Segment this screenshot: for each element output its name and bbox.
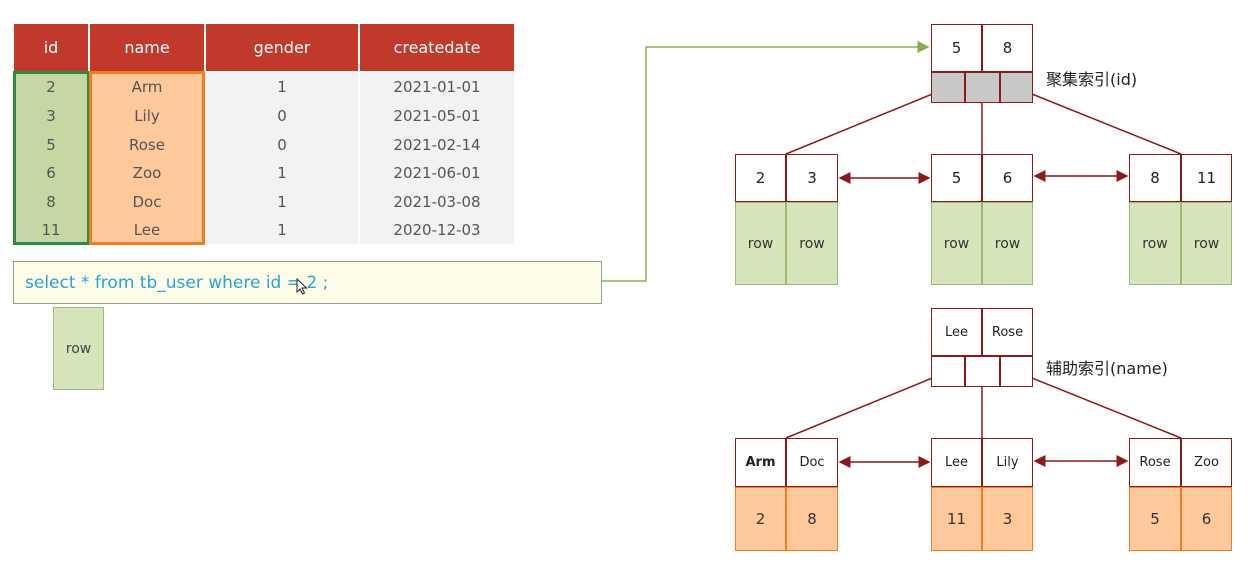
- clustered-root-pointer: [931, 72, 965, 103]
- secondary-root-pointer: [965, 356, 1000, 387]
- header-id: id: [14, 24, 88, 71]
- secondary-root-pointer: [931, 356, 965, 387]
- cell-name: Zoo: [90, 158, 204, 187]
- clustered-leaf-key: 3: [786, 154, 838, 202]
- secondary-leaf-id: 2: [735, 487, 786, 551]
- cell-id: 11: [14, 215, 88, 244]
- cell-createdate: 2021-05-01: [360, 101, 514, 130]
- cell-gender: 1: [206, 215, 358, 244]
- query-to-index-connector: [602, 41, 930, 282]
- secondary-branch-right: [1016, 371, 1182, 439]
- cell-name: Lee: [90, 215, 204, 244]
- secondary-leaf-id: 3: [982, 487, 1033, 551]
- cell-id: 2: [14, 72, 88, 101]
- clustered-leaf-row: row: [735, 202, 786, 285]
- cell-name: Arm: [90, 72, 204, 101]
- name-column-highlight: [89, 71, 205, 245]
- clustered-leaf-row: row: [1181, 202, 1232, 285]
- clustered-leaf-row: row: [786, 202, 838, 285]
- cell-createdate: 2021-01-01: [360, 72, 514, 101]
- secondary-root-pointer: [1000, 356, 1033, 387]
- clustered-leaf-key: 8: [1129, 154, 1181, 202]
- cell-name: Doc: [90, 187, 204, 216]
- cell-id: 3: [14, 101, 88, 130]
- cell-gender: 0: [206, 101, 358, 130]
- secondary-branch-left: [785, 371, 948, 439]
- header-createdate: createdate: [360, 24, 514, 71]
- secondary-index-label: 辅助索引(name): [1046, 359, 1168, 378]
- clustered-root-pointer: [965, 72, 1000, 103]
- clustered-leaf-row: row: [931, 202, 982, 285]
- id-column-highlight: [13, 71, 90, 245]
- secondary-leaf-id: 11: [931, 487, 982, 551]
- cell-createdate: 2021-03-08: [360, 187, 514, 216]
- cell-createdate: 2021-02-14: [360, 130, 514, 159]
- clustered-leaf-row: row: [1129, 202, 1181, 285]
- clustered-root-pointer: [1000, 72, 1033, 103]
- secondary-leaf-id: 5: [1129, 487, 1181, 551]
- sql-query-text: select * from tb_user where id = 2 ;: [25, 272, 329, 293]
- cell-gender: 0: [206, 130, 358, 159]
- sql-query-bar: select * from tb_user where id = 2 ;: [13, 261, 602, 304]
- secondary-leaf-key: Lee: [931, 438, 982, 487]
- header-gender: gender: [206, 24, 358, 71]
- secondary-leaf-id: 8: [786, 487, 838, 551]
- secondary-root-key: Rose: [982, 308, 1033, 356]
- clustered-index-label: 聚集索引(id): [1046, 70, 1138, 89]
- mouse-cursor-icon: [296, 277, 308, 299]
- clustered-leaf-key: 11: [1181, 154, 1232, 202]
- clustered-leaf-row: row: [982, 202, 1033, 285]
- result-row: row: [53, 307, 104, 390]
- cell-id: 6: [14, 158, 88, 187]
- cell-id: 8: [14, 187, 88, 216]
- cell-gender: 1: [206, 187, 358, 216]
- clustered-leaf-key: 2: [735, 154, 786, 202]
- secondary-leaf-key: Lily: [982, 438, 1033, 487]
- header-name: name: [90, 24, 204, 71]
- cell-id: 5: [14, 130, 88, 159]
- clustered-leaf-key: 6: [982, 154, 1033, 202]
- cell-name: Lily: [90, 101, 204, 130]
- cell-createdate: 2021-06-01: [360, 158, 514, 187]
- cell-createdate: 2020-12-03: [360, 215, 514, 244]
- clustered-branch-left: [785, 87, 948, 155]
- clustered-branch-right: [1016, 87, 1182, 155]
- secondary-leaf-key: Doc: [786, 438, 838, 487]
- cell-name: Rose: [90, 130, 204, 159]
- secondary-root-key: Lee: [931, 308, 982, 356]
- secondary-leaf-key: Zoo: [1181, 438, 1232, 487]
- secondary-leaf-key: Arm: [735, 438, 786, 487]
- secondary-leaf-id: 6: [1181, 487, 1232, 551]
- secondary-leaf-key: Rose: [1129, 438, 1181, 487]
- clustered-leaf-key: 5: [931, 154, 982, 202]
- cell-gender: 1: [206, 72, 358, 101]
- cell-gender: 1: [206, 158, 358, 187]
- clustered-root-key: 8: [982, 24, 1033, 72]
- clustered-root-key: 5: [931, 24, 982, 72]
